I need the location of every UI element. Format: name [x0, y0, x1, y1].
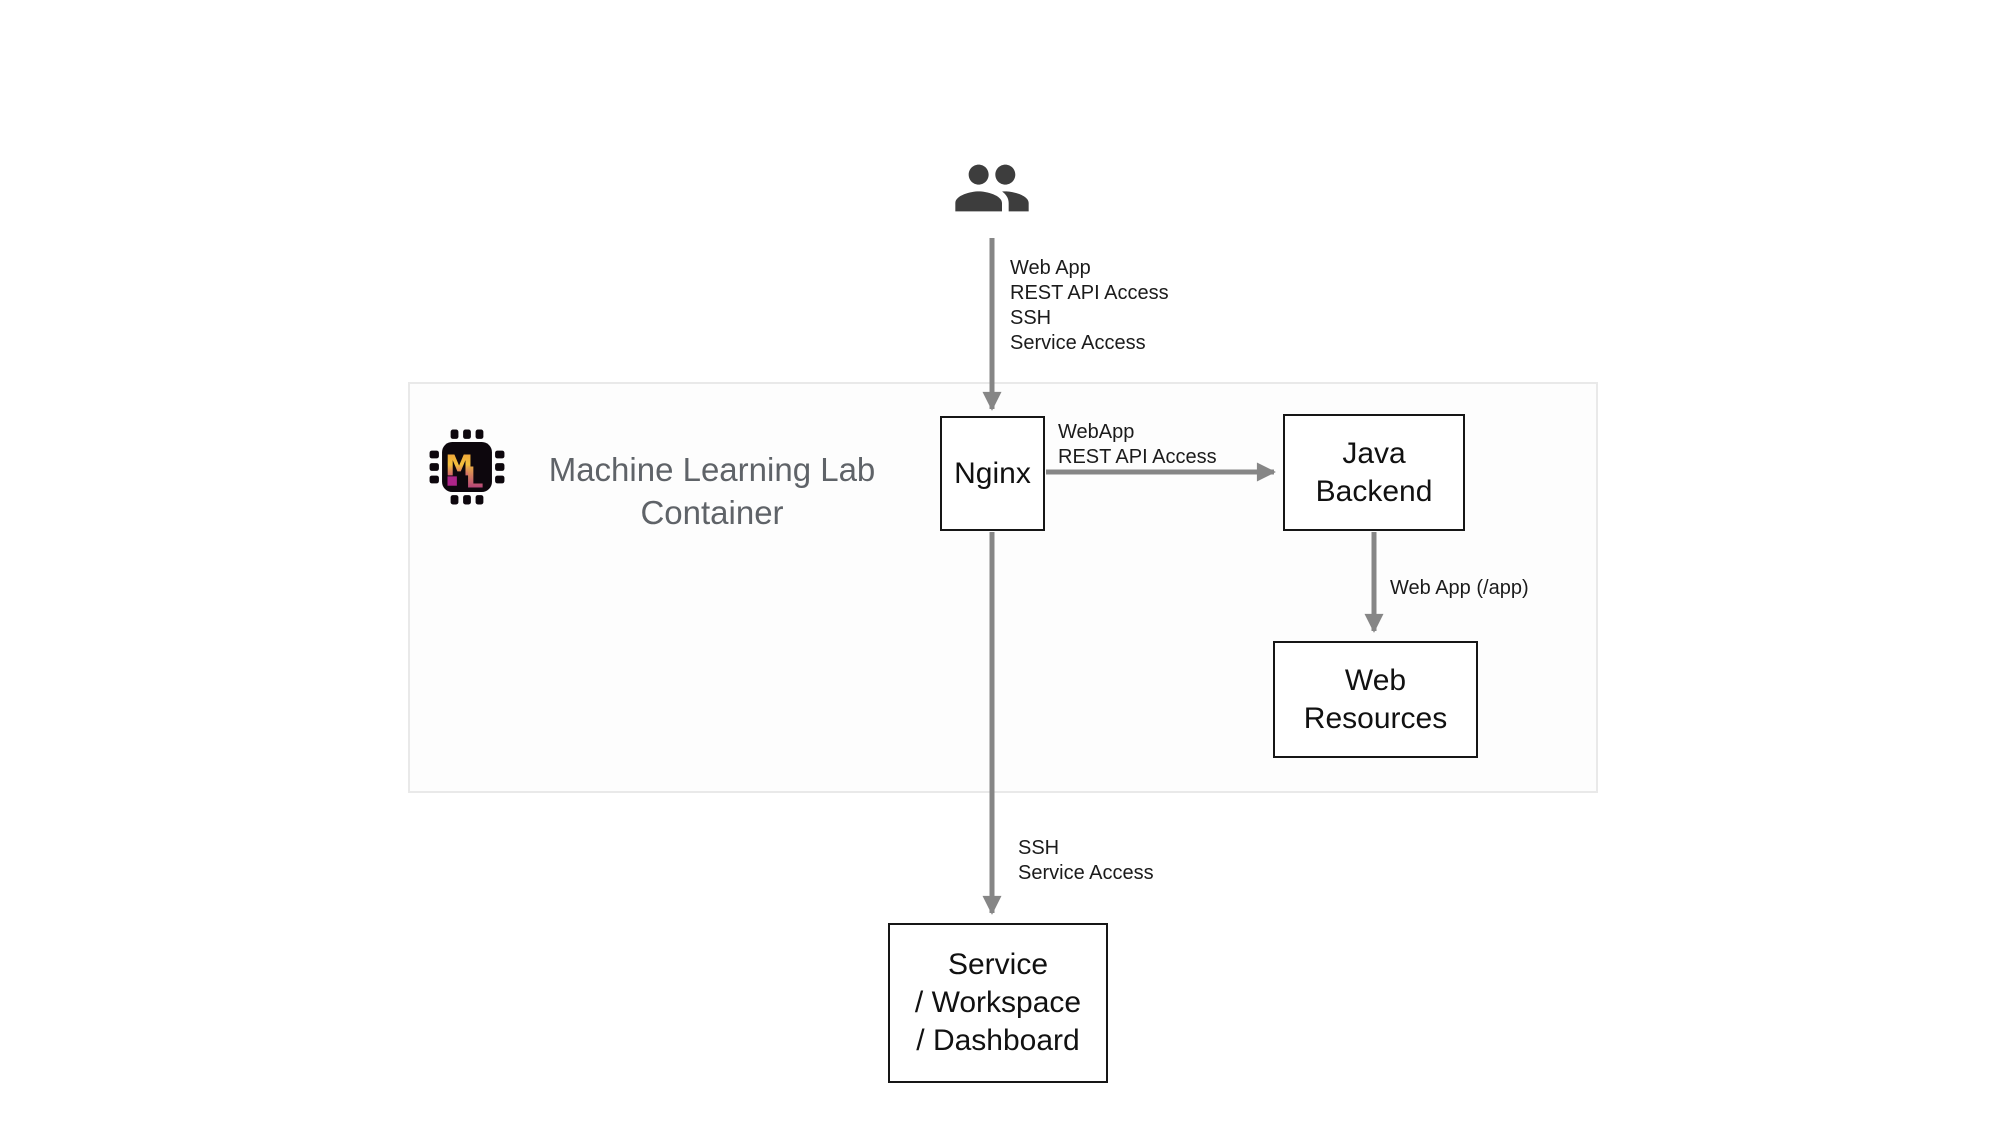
- edge-label-line: Web App (/app): [1390, 577, 1529, 599]
- container-title-line1: Machine Learning Lab: [548, 451, 876, 488]
- node-label: / Workspace: [914, 986, 1082, 1019]
- node-label: Service: [947, 948, 1049, 981]
- people-icon: [950, 148, 1034, 228]
- node-java-backend: Java Backend: [1283, 414, 1465, 531]
- edge-label-line: REST API Access: [1058, 446, 1217, 468]
- edge-label-line: SSH: [1010, 307, 1052, 329]
- ml-chip-icon-svg: M L: [429, 429, 505, 505]
- edge-label-webapp-rest: WebApp REST API Access: [1058, 420, 1217, 470]
- container-title: Machine Learning Lab Container: [540, 448, 884, 534]
- edge-label-webapp-app: Web App (/app): [1390, 576, 1529, 601]
- edge-label-line: Service Access: [1010, 332, 1146, 354]
- node-label: Web: [1344, 663, 1407, 697]
- edge-label-line: SSH: [1018, 837, 1060, 859]
- edge-label-users-access: Web App REST API Access SSH Service Acce…: [1010, 256, 1169, 356]
- node-label: Backend: [1315, 474, 1433, 508]
- container-title-line2: Container: [640, 494, 784, 531]
- node-label: Java: [1342, 436, 1406, 470]
- node-service-workspace-dashboard: Service / Workspace / Dashboard: [888, 923, 1108, 1083]
- node-nginx: Nginx: [940, 416, 1045, 531]
- edge-label-line: REST API Access: [1010, 282, 1169, 304]
- node-label: / Dashboard: [916, 1024, 1080, 1057]
- ml-chip-icon: M L: [428, 423, 506, 511]
- edge-label-line: Web App: [1010, 257, 1091, 279]
- node-label: Resources: [1303, 701, 1448, 735]
- edge-label-ssh-service: SSH Service Access: [1018, 836, 1154, 886]
- people-icon-svg: [955, 164, 1029, 212]
- node-web-resources: Web Resources: [1273, 641, 1478, 758]
- svg-text:L: L: [465, 461, 483, 494]
- node-label: Nginx: [954, 456, 1031, 490]
- edge-label-line: Service Access: [1018, 862, 1154, 884]
- edge-label-line: WebApp: [1058, 421, 1135, 443]
